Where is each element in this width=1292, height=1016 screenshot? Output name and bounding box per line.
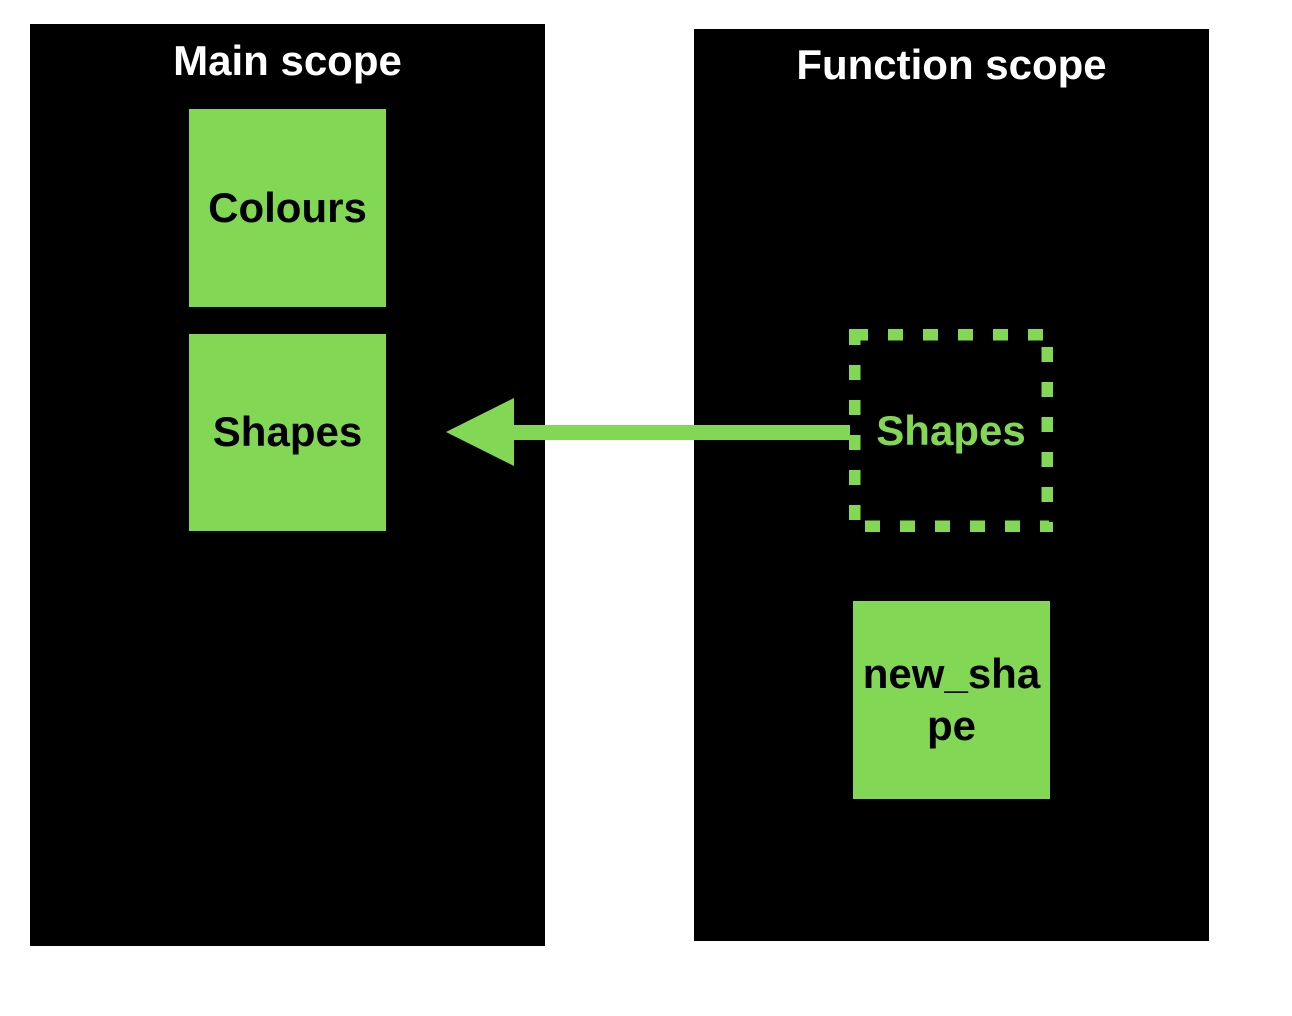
function-scope-title: Function scope <box>796 41 1107 88</box>
new-shape-variable-box: new_shape <box>853 601 1050 799</box>
dotted-border <box>849 329 1053 532</box>
function-scope-panel: Function scope Shapes new_shape <box>694 29 1209 941</box>
main-scope-panel: Main scope Colours Shapes <box>30 24 545 946</box>
shapes-variable-box: Shapes <box>189 334 386 531</box>
shapes-reference-box: Shapes <box>849 329 1053 532</box>
main-scope-title: Main scope <box>173 37 402 84</box>
colours-variable-box: Colours <box>189 109 386 307</box>
shapes-reference-label: Shapes <box>876 406 1026 454</box>
